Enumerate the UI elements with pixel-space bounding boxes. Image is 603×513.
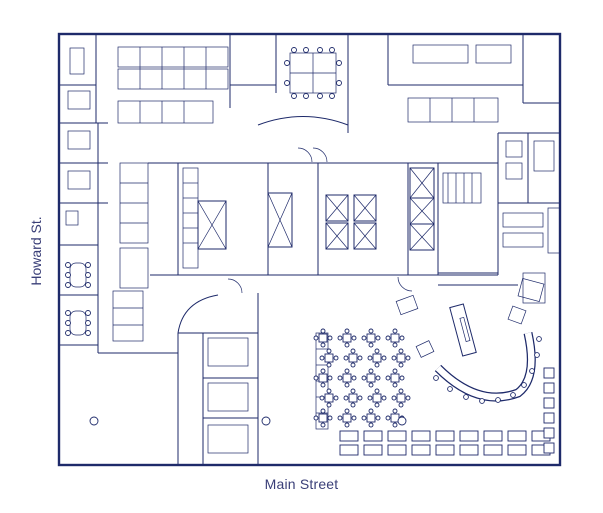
- offices-southwest: [98, 293, 259, 465]
- bar-stool: [536, 336, 542, 342]
- bar-stool: [463, 394, 469, 400]
- bistro-table: [337, 408, 357, 428]
- bistro-table: [361, 328, 381, 348]
- north-rooms: [229, 34, 560, 133]
- lounge-chair: [543, 397, 555, 409]
- floor-plan-drawing: [57, 32, 562, 467]
- bar-stool: [534, 352, 540, 358]
- bar-stool: [433, 375, 439, 381]
- bistro-table: [313, 368, 333, 388]
- workstations-north: [112, 46, 229, 342]
- booth: [459, 430, 479, 456]
- booth: [339, 430, 359, 456]
- bar-stool: [447, 386, 453, 392]
- bistro-table: [385, 328, 405, 348]
- bistro-table: [313, 328, 333, 348]
- columns: [89, 416, 407, 426]
- lounge-chairs-east: [543, 367, 555, 454]
- booth: [483, 430, 503, 456]
- bistro-table: [385, 368, 405, 388]
- building-core: [148, 133, 499, 294]
- conference-chairs-west: [65, 262, 91, 336]
- office-cluster-northwest: [59, 34, 108, 353]
- bistro-table: [319, 348, 339, 368]
- curved-bar-counter: [395, 278, 545, 402]
- booth: [411, 430, 431, 456]
- bistro-table: [391, 348, 411, 368]
- bar-stools: [433, 336, 542, 404]
- lounge-chair: [543, 412, 555, 424]
- bistro-table: [337, 328, 357, 348]
- bar-stool: [495, 397, 501, 403]
- bistro-table: [343, 348, 363, 368]
- lounge-chair: [543, 427, 555, 439]
- bistro-table: [361, 368, 381, 388]
- street-label-main: Main Street: [264, 476, 339, 492]
- bistro-table: [343, 388, 363, 408]
- bar-stool: [529, 368, 535, 374]
- bistro-table: [337, 368, 357, 388]
- booth: [507, 430, 527, 456]
- bar-stool: [510, 392, 516, 398]
- bistro-table: [319, 388, 339, 408]
- bar-stool: [521, 382, 527, 388]
- bistro-table: [391, 388, 411, 408]
- booth: [435, 430, 455, 456]
- booth-seating-south: [339, 430, 551, 456]
- booth: [387, 430, 407, 456]
- bar-stool: [479, 398, 485, 404]
- street-label-howard: Howard St.: [28, 216, 44, 286]
- lounge-chair: [543, 367, 555, 379]
- bistro-table: [361, 408, 381, 428]
- bistro-tables: [313, 328, 411, 428]
- lounge-chair: [543, 442, 555, 454]
- boardroom-chairs: [284, 47, 342, 99]
- bistro-table: [367, 348, 387, 368]
- booth: [363, 430, 383, 456]
- lounge-chair: [543, 382, 555, 394]
- bistro-table: [313, 408, 333, 428]
- kitchen-east: [438, 132, 561, 304]
- bistro-table: [367, 388, 387, 408]
